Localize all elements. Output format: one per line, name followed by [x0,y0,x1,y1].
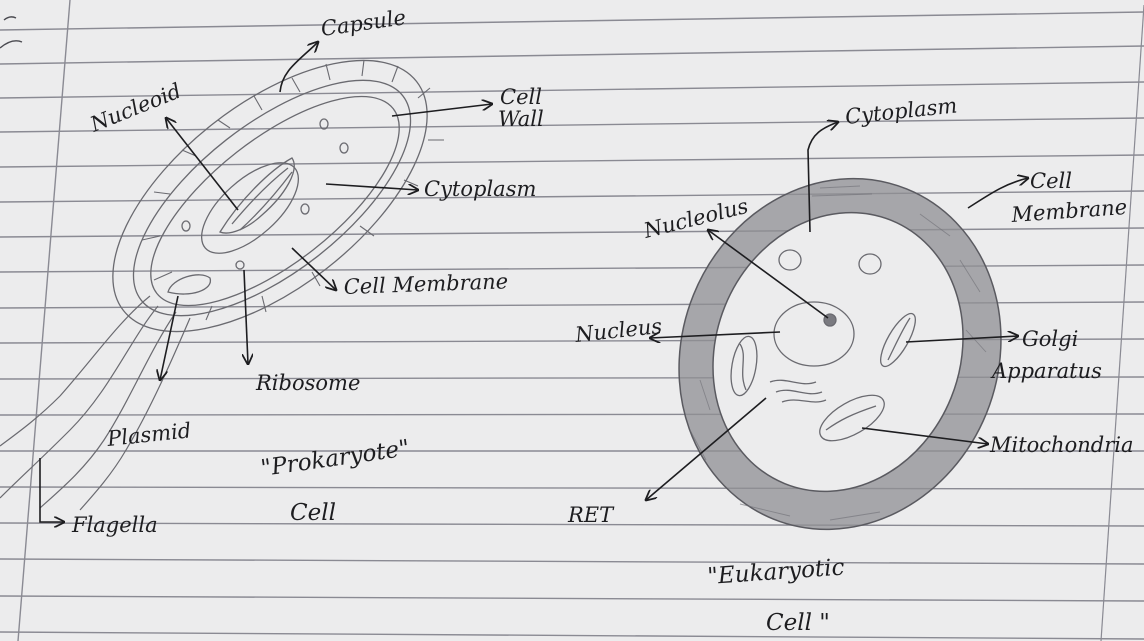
label-flagella: Flagella [71,513,158,537]
label-ret: RET [567,503,615,527]
title-prokaryote-line2: Cell [290,500,336,526]
label-golgi-line1: Golgi [1022,327,1078,351]
label-cell-wall-line2: Wall [498,107,544,131]
title-eukaryote-line2: Cell " [766,610,830,636]
label-mitochondria: Mitochondria [989,433,1133,457]
label-ribosome: Ribosome [255,371,360,395]
label-cytoplasm: Cytoplasm [424,177,536,201]
label-golgi-line2: Apparatus [990,359,1102,383]
label-cell-membrane-line1: Cell [1030,169,1072,193]
label-cell-wall-line1: Cell [500,85,542,109]
